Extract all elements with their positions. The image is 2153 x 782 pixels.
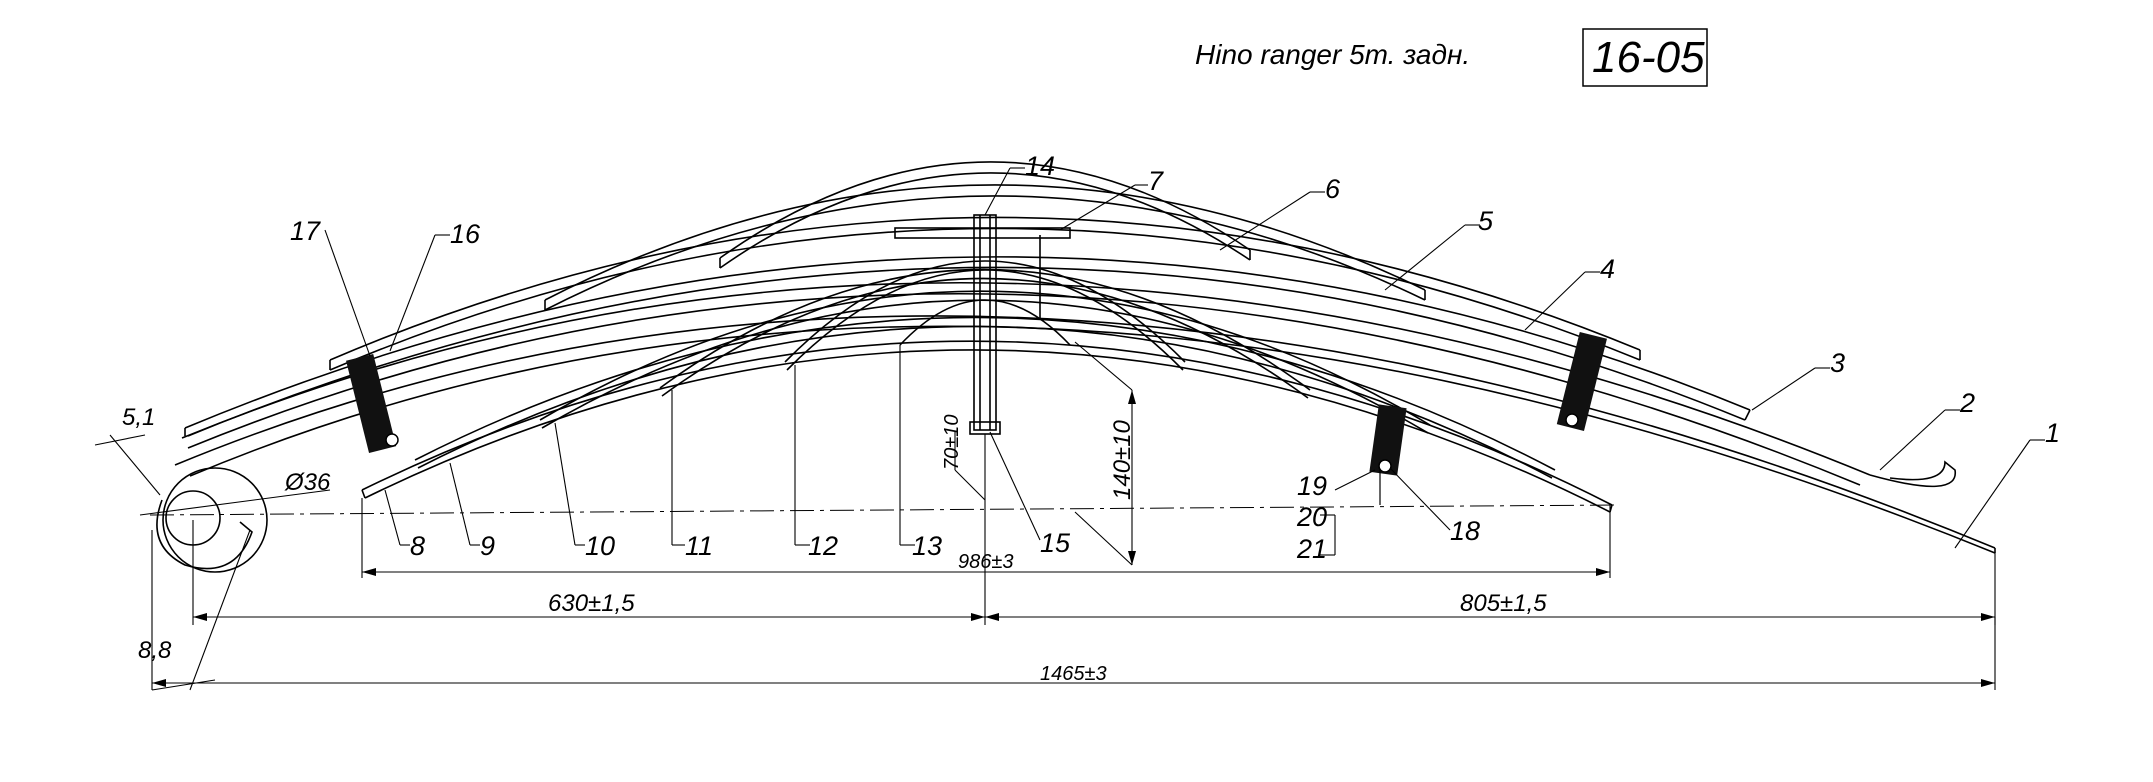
part-number-5: 5: [1478, 206, 1494, 236]
drawing-code: 16-05: [1592, 33, 1705, 82]
dim-overall-length: 1465±3: [1040, 663, 1107, 685]
front-eye-outer: [162, 467, 268, 573]
leaf-1-top: [174, 315, 1996, 549]
part-number-4: 4: [1600, 254, 1615, 284]
leaf-3-top: [184, 256, 1751, 429]
leaf-13: [899, 299, 1071, 346]
dimension-labels: 630±1,5 805±1,5 986±3 1465±3 Ø36 5,1 8,8…: [122, 404, 1547, 685]
part-number-21: 21: [1296, 534, 1327, 564]
part-number-1: 1: [2045, 418, 2060, 448]
part-number-9: 9: [480, 531, 495, 561]
clip-right-upper: [1556, 332, 1607, 431]
dimension-arrows: [152, 390, 1995, 687]
center-bolt: [973, 214, 997, 431]
clip-16-17: [346, 354, 397, 453]
dim-arc-height: 140±10: [1109, 419, 1136, 500]
leaf-5-top: [544, 184, 1426, 301]
part-number-10: 10: [585, 531, 615, 561]
drawing-title: Hino ranger 5т. задн.: [1195, 39, 1470, 70]
part-number-16: 16: [450, 219, 481, 249]
rebound-clips: [346, 332, 1607, 505]
drawing-code-box: [1582, 28, 1708, 87]
clip-18: [1369, 404, 1407, 476]
leaf-11: [659, 268, 1311, 391]
part-number-2: 2: [1959, 388, 1975, 418]
part-number-8: 8: [410, 531, 425, 561]
part-number-6: 6: [1325, 174, 1341, 204]
leaf-10: [539, 290, 1431, 426]
leaf-6-top: [719, 161, 1251, 259]
part-number-12: 12: [808, 531, 838, 561]
part-number-14: 14: [1025, 151, 1055, 181]
leaf-4-top: [329, 216, 1641, 361]
part-number-15: 15: [1040, 528, 1071, 558]
part-number-18: 18: [1450, 516, 1480, 546]
leaf-12: [784, 260, 1186, 363]
part-number-17: 17: [290, 216, 321, 246]
part-number-19: 19: [1297, 471, 1327, 501]
part-number-3: 3: [1830, 348, 1845, 378]
dim-right-length: 805±1,5: [1460, 590, 1547, 617]
dim-lower-pack-length: 986±3: [958, 551, 1013, 573]
dim-left-length: 630±1,5: [548, 590, 635, 617]
dim-top-thickness: 5,1: [122, 404, 155, 431]
leaf-1-bottom: [189, 325, 1996, 554]
leaf-2-top: [181, 282, 1871, 476]
leader-lines: [324, 167, 2045, 556]
leaf-7-plate: [894, 227, 1071, 239]
dimension-lines: [94, 341, 1996, 691]
spring-leaves: [156, 161, 1996, 573]
dim-center-bolt-height: 70±10: [941, 415, 963, 470]
leaf-2-bottom: [187, 292, 1861, 486]
leaf-9: [414, 316, 1556, 471]
part-number-20: 20: [1296, 502, 1327, 532]
dim-bottom-thickness: 8,8: [138, 637, 172, 664]
part-number-7: 7: [1148, 166, 1164, 196]
axis-centerline: [149, 504, 1621, 516]
leaf-2-curl: [1869, 460, 1956, 488]
leaf-8: [361, 340, 1613, 506]
part-number-labels: 1 2 3 4 5 6 7 8 9 10 11 12 13 14 15 16 1…: [290, 151, 2060, 564]
dim-eye-diameter: Ø36: [284, 469, 331, 496]
part-number-11: 11: [685, 531, 713, 561]
part-number-13: 13: [912, 531, 942, 561]
